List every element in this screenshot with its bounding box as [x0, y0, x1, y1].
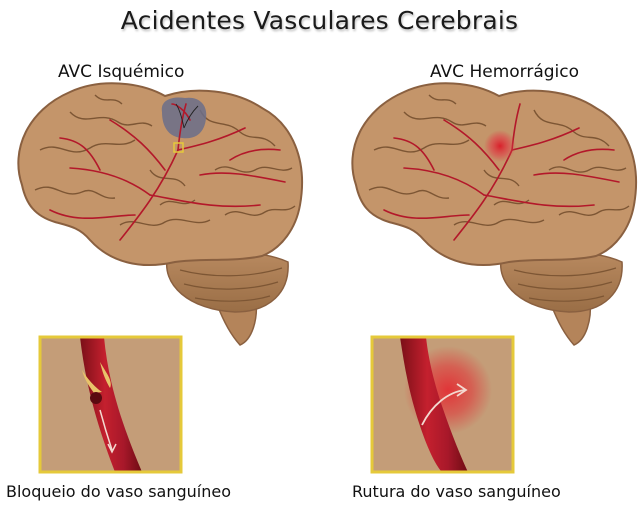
cerebrum: [18, 83, 302, 265]
brain-hemorrhagic: [352, 83, 636, 345]
caption-blockage: Bloqueio do vaso sanguíneo: [6, 482, 231, 501]
inset-rupture: [372, 337, 513, 472]
hemorrhage-spot: [484, 130, 516, 162]
cerebrum: [352, 83, 636, 265]
brain-ischemic: [18, 83, 302, 345]
caption-rupture: Rutura do vaso sanguíneo: [352, 482, 561, 501]
inset-blockage: [40, 337, 181, 472]
